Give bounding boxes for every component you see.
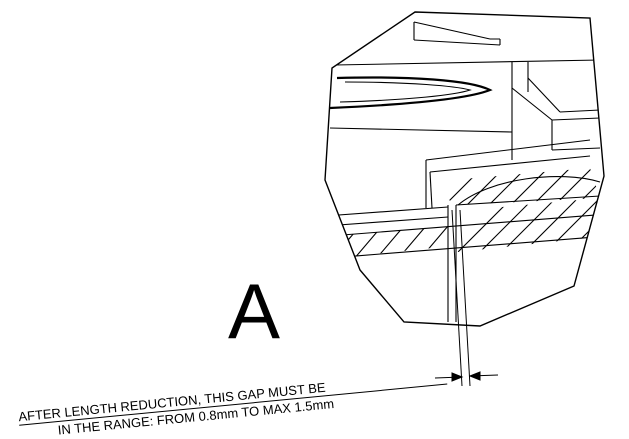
step-line-2 <box>551 147 601 151</box>
lower-hatching <box>448 199 604 252</box>
upper-body-outline <box>425 139 591 209</box>
top-slot <box>413 21 501 46</box>
bearing-arc <box>457 176 601 206</box>
gap-note: AFTER LENGTH REDUCTION, THIS GAP MUST BE… <box>18 380 448 438</box>
blade-profile <box>329 76 493 110</box>
detail-circle-outline <box>324 11 605 327</box>
bearing-base-line <box>455 195 601 206</box>
step-line-1 <box>329 127 513 133</box>
gap-note-leader <box>19 383 448 426</box>
detail-label: A <box>228 267 280 355</box>
upper-band-line <box>334 59 601 66</box>
gap-extension-lines <box>451 209 471 387</box>
chamfer-wedge <box>511 77 601 150</box>
gap-dimension-arrows <box>434 371 499 382</box>
